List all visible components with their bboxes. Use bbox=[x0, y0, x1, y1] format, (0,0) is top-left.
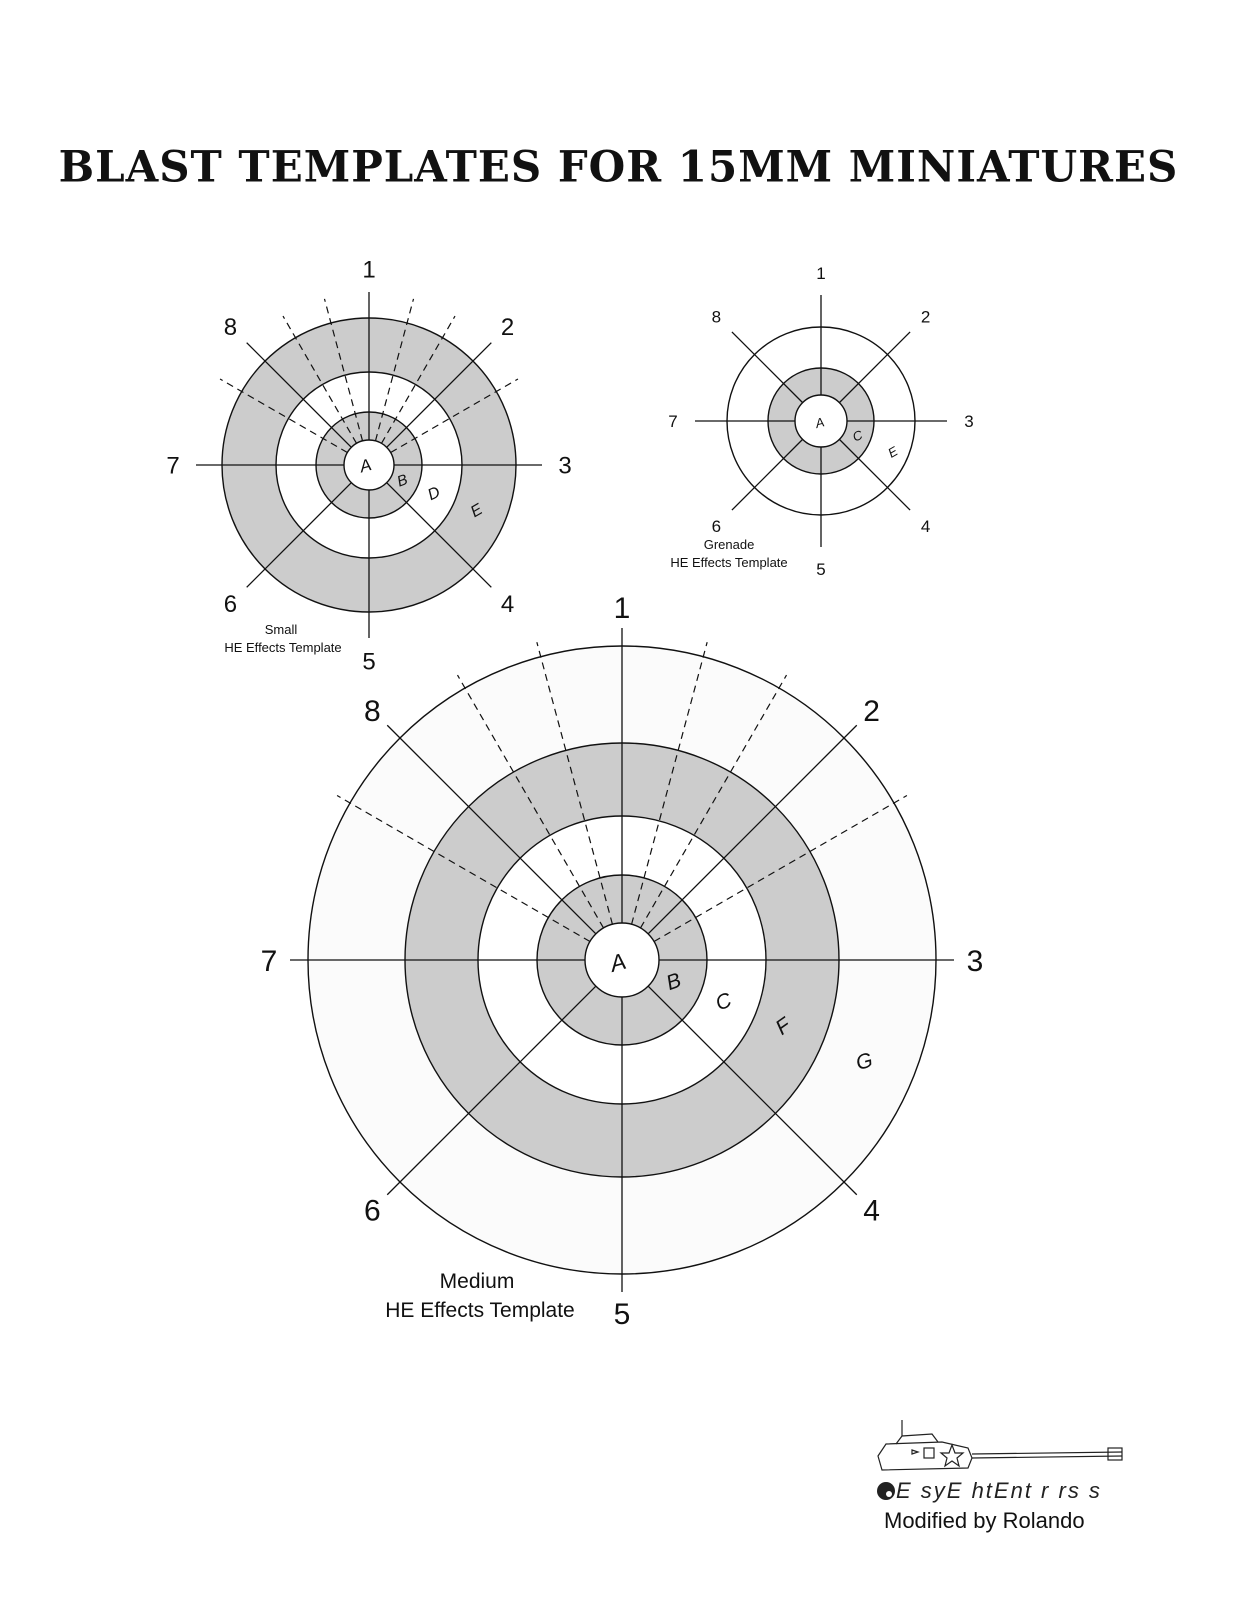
zone-label-a: A bbox=[813, 414, 826, 431]
direction-number-4: 4 bbox=[863, 1194, 880, 1227]
sector-divider-dashed-2 bbox=[374, 298, 415, 442]
direction-number-5: 5 bbox=[816, 560, 825, 579]
direction-number-7: 7 bbox=[261, 945, 278, 978]
direction-number-8: 8 bbox=[224, 314, 237, 341]
direction-number-8: 8 bbox=[364, 695, 381, 728]
direction-number-8: 8 bbox=[712, 307, 721, 326]
sector-divider-dashed-3 bbox=[639, 674, 788, 929]
sector-divider-dashed-4 bbox=[219, 378, 348, 454]
direction-spoke-6 bbox=[731, 438, 804, 511]
sector-divider-dashed-1 bbox=[323, 298, 364, 442]
sector-divider-dashed-2 bbox=[630, 642, 708, 925]
tank-logo bbox=[877, 1420, 1123, 1500]
direction-number-3: 3 bbox=[964, 412, 973, 431]
medium-caption-line2: HE Effects Template bbox=[385, 1299, 574, 1322]
zone-label-a: A bbox=[605, 948, 628, 978]
direction-number-4: 4 bbox=[921, 517, 930, 536]
direction-spoke-8 bbox=[386, 724, 597, 935]
zone-label-g: G bbox=[853, 1048, 875, 1074]
direction-spoke-2 bbox=[647, 724, 858, 935]
sector-divider-dashed-0 bbox=[282, 315, 358, 444]
direction-number-2: 2 bbox=[921, 307, 930, 326]
direction-spoke-6 bbox=[246, 482, 352, 588]
small-caption-line1: Small bbox=[265, 622, 298, 637]
direction-spoke-8 bbox=[246, 342, 352, 448]
direction-spoke-4 bbox=[838, 438, 911, 511]
direction-spoke-4 bbox=[647, 985, 858, 1196]
direction-number-1: 1 bbox=[362, 257, 375, 284]
direction-spoke-8 bbox=[731, 331, 804, 404]
zone-label-a: A bbox=[357, 455, 374, 477]
direction-number-2: 2 bbox=[501, 314, 514, 341]
direction-spoke-2 bbox=[838, 331, 911, 404]
medium-caption-line1: Medium bbox=[440, 1270, 515, 1293]
direction-number-3: 3 bbox=[967, 945, 984, 978]
sector-divider-dashed-3 bbox=[380, 315, 456, 444]
direction-number-4: 4 bbox=[501, 591, 514, 618]
direction-number-3: 3 bbox=[558, 453, 571, 480]
logo-text: E syE htEnt r rs s bbox=[896, 1478, 1102, 1503]
logo-badge-icon bbox=[877, 1482, 895, 1500]
direction-number-5: 5 bbox=[362, 649, 375, 676]
direction-number-6: 6 bbox=[364, 1194, 381, 1227]
small-caption-line2: HE Effects Template bbox=[224, 640, 341, 655]
direction-spoke-6 bbox=[386, 985, 597, 1196]
sector-divider-dashed-5 bbox=[390, 378, 519, 454]
modified-by-credit: Modified by Rolando bbox=[884, 1508, 1085, 1533]
page-title: BLAST TEMPLATES FOR 15MM MINIATURES bbox=[58, 141, 1179, 192]
direction-spoke-2 bbox=[386, 342, 492, 448]
sector-divider-dashed-0 bbox=[456, 674, 605, 929]
direction-number-1: 1 bbox=[614, 592, 631, 625]
direction-spoke-4 bbox=[386, 482, 492, 588]
direction-number-7: 7 bbox=[166, 453, 179, 480]
direction-number-7: 7 bbox=[668, 412, 677, 431]
sector-divider-dashed-5 bbox=[653, 794, 908, 943]
grenade-caption-line2: HE Effects Template bbox=[670, 555, 787, 570]
direction-number-2: 2 bbox=[863, 695, 880, 728]
direction-number-6: 6 bbox=[224, 591, 237, 618]
direction-number-1: 1 bbox=[816, 264, 825, 283]
sector-divider-dashed-1 bbox=[536, 642, 614, 925]
sector-divider-dashed-4 bbox=[336, 794, 591, 943]
direction-number-6: 6 bbox=[712, 517, 721, 536]
grenade-caption-line1: Grenade bbox=[704, 537, 755, 552]
direction-number-5: 5 bbox=[614, 1298, 631, 1331]
